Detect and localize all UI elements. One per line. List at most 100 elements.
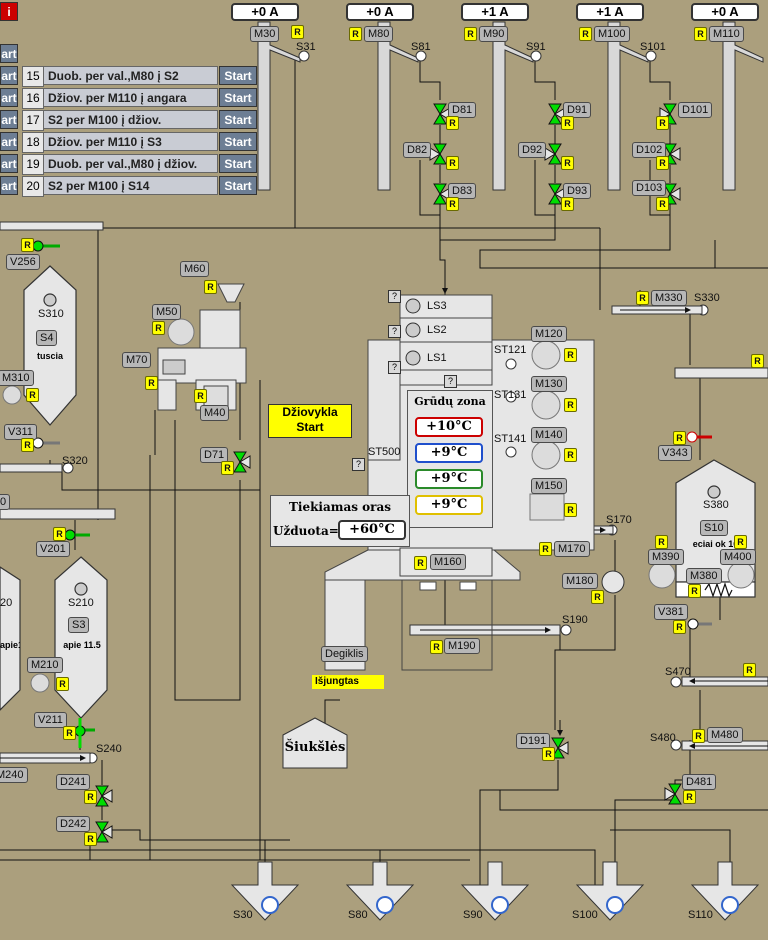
m80-tag[interactable]: M80 <box>364 26 394 42</box>
d481-tag[interactable]: D481 <box>682 774 717 790</box>
r-d81[interactable]: R <box>446 116 459 130</box>
d81-tag[interactable]: D81 <box>448 102 477 118</box>
q-mark-2[interactable]: ? <box>388 325 401 338</box>
m60-tag[interactable]: M60 <box>180 261 210 277</box>
r-m150[interactable]: R <box>564 503 577 517</box>
r-m70[interactable]: R <box>145 376 158 390</box>
r-m190[interactable]: R <box>430 640 443 654</box>
r-v256[interactable]: R <box>21 238 34 252</box>
d241-tag[interactable]: D241 <box>56 774 91 790</box>
q-mark-5[interactable]: ? <box>352 458 365 471</box>
seq-start-17[interactable]: Start <box>219 110 257 129</box>
v211-tag[interactable]: V211 <box>34 712 67 728</box>
m140-tag[interactable]: M140 <box>531 427 567 443</box>
m50-tag[interactable]: M50 <box>152 304 182 320</box>
r-v201[interactable]: R <box>53 527 66 541</box>
r-m330[interactable]: R <box>636 291 649 305</box>
m30-tag[interactable]: M30 <box>250 26 280 42</box>
q-mark-3[interactable]: ? <box>388 361 401 374</box>
d91-tag[interactable]: D91 <box>563 102 592 118</box>
r-d71[interactable]: R <box>221 461 234 475</box>
left-start-fragment-4[interactable]: art <box>0 110 18 129</box>
r-m480[interactable]: R <box>692 729 705 743</box>
r-d102[interactable]: R <box>656 156 669 170</box>
m180-tag[interactable]: M180 <box>562 573 598 589</box>
left-start-fragment-7[interactable]: art <box>0 176 18 195</box>
r-d101[interactable]: R <box>656 116 669 130</box>
r-right-edge-2[interactable]: R <box>743 663 756 677</box>
r-d83[interactable]: R <box>446 197 459 211</box>
r-m130[interactable]: R <box>564 398 577 412</box>
d83-tag[interactable]: D83 <box>448 183 477 199</box>
v256-tag[interactable]: V256 <box>6 254 40 270</box>
seq-start-19[interactable]: Start <box>219 154 257 173</box>
r-m90[interactable]: R <box>464 27 477 41</box>
m90-tag[interactable]: M90 <box>479 26 509 42</box>
r-m80[interactable]: R <box>349 27 362 41</box>
r-m110[interactable]: R <box>694 27 707 41</box>
r-m100[interactable]: R <box>579 27 592 41</box>
v381-tag[interactable]: V381 <box>654 604 688 620</box>
v343-tag[interactable]: V343 <box>658 445 692 461</box>
r-m50[interactable]: R <box>152 321 165 335</box>
frag-tag-0[interactable]: 0 <box>0 494 11 510</box>
m170-tag[interactable]: M170 <box>554 541 590 557</box>
q-mark-4[interactable]: ? <box>444 375 457 388</box>
seq-start-20[interactable]: Start <box>219 176 257 195</box>
m380-tag[interactable]: M380 <box>686 568 722 584</box>
d101-tag[interactable]: D101 <box>678 102 713 118</box>
m390-tag[interactable]: M390 <box>648 549 684 565</box>
left-start-fragment-5[interactable]: art <box>0 132 18 151</box>
m240-tag[interactable]: M240 <box>0 767 28 783</box>
seq-start-15[interactable]: Start <box>219 66 257 85</box>
left-start-fragment-1[interactable]: art <box>0 44 18 63</box>
d242-tag[interactable]: D242 <box>56 816 91 832</box>
r-right-edge-1[interactable]: R <box>751 354 764 368</box>
r-m120[interactable]: R <box>564 348 577 362</box>
r-d91[interactable]: R <box>561 116 574 130</box>
top-left-button[interactable]: i <box>0 2 18 21</box>
d92-tag[interactable]: D92 <box>518 142 547 158</box>
left-start-fragment-3[interactable]: art <box>0 88 18 107</box>
m400-tag[interactable]: M400 <box>720 549 756 565</box>
m130-tag[interactable]: M130 <box>531 376 567 392</box>
r-v211[interactable]: R <box>63 726 76 740</box>
r-d481[interactable]: R <box>683 790 696 804</box>
r-d191[interactable]: R <box>542 747 555 761</box>
m110-tag[interactable]: M110 <box>709 26 744 42</box>
r-v343[interactable]: R <box>673 431 686 445</box>
left-start-fragment-2[interactable]: art <box>0 66 18 85</box>
m210-tag[interactable]: M210 <box>27 657 63 673</box>
r-m180[interactable]: R <box>591 590 604 604</box>
r-v381[interactable]: R <box>673 620 686 634</box>
r-d93[interactable]: R <box>561 197 574 211</box>
d102-tag[interactable]: D102 <box>632 142 667 158</box>
d71-tag[interactable]: D71 <box>200 447 229 463</box>
r-m160[interactable]: R <box>414 556 427 570</box>
m70-tag[interactable]: M70 <box>122 352 152 368</box>
r-m310[interactable]: R <box>26 388 39 402</box>
seq-start-16[interactable]: Start <box>219 88 257 107</box>
r-m390[interactable]: R <box>655 535 668 549</box>
m100-tag[interactable]: M100 <box>594 26 630 42</box>
d103-tag[interactable]: D103 <box>632 180 667 196</box>
m330-tag[interactable]: M330 <box>651 290 687 306</box>
r-d242[interactable]: R <box>84 832 97 846</box>
left-start-fragment-6[interactable]: art <box>0 154 18 173</box>
r-d82[interactable]: R <box>446 156 459 170</box>
r-d241[interactable]: R <box>84 790 97 804</box>
d191-tag[interactable]: D191 <box>516 733 551 749</box>
q-mark-1[interactable]: ? <box>388 290 401 303</box>
m150-tag[interactable]: M150 <box>531 478 567 494</box>
burner-tag[interactable]: Degiklis <box>321 646 368 662</box>
m40-tag[interactable]: M40 <box>200 405 230 421</box>
r-m30[interactable]: R <box>291 25 304 39</box>
m160-tag[interactable]: M160 <box>430 554 466 570</box>
d93-tag[interactable]: D93 <box>563 183 592 199</box>
m120-tag[interactable]: M120 <box>531 326 567 342</box>
r-m170[interactable]: R <box>539 542 552 556</box>
m310-tag[interactable]: M310 <box>0 370 34 386</box>
r-d103[interactable]: R <box>656 197 669 211</box>
dryer-start-button[interactable]: Džiovykla Start <box>268 404 352 438</box>
r-m400[interactable]: R <box>734 535 747 549</box>
